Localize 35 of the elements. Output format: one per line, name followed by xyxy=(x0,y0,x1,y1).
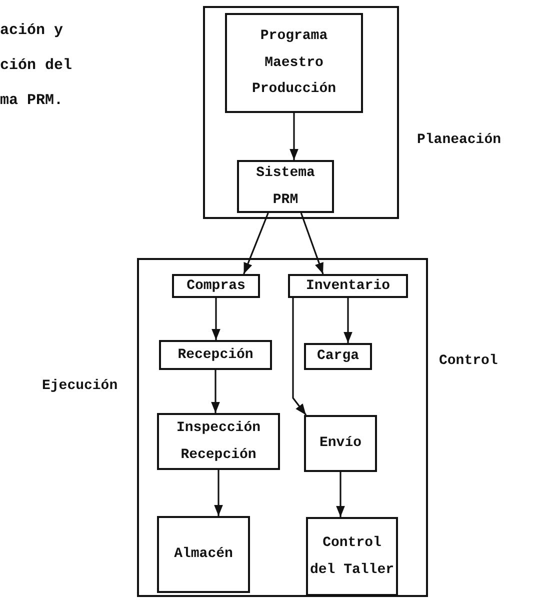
box-label: Programa Maestro Producción xyxy=(250,27,337,100)
arrow xyxy=(243,212,269,274)
arrow xyxy=(300,212,324,274)
section-label: Ejecución xyxy=(42,378,118,394)
title-text: ación y xyxy=(0,22,64,39)
title-text: ma PRM. xyxy=(0,92,64,109)
process-box xyxy=(306,517,398,596)
box-label: Recepción xyxy=(178,346,254,365)
process-box xyxy=(288,274,408,298)
arrow xyxy=(290,113,298,160)
arrow xyxy=(214,470,223,516)
box-label: Compras xyxy=(186,276,246,296)
box-label: Inspección Recepción xyxy=(175,418,262,464)
arrow xyxy=(344,298,352,343)
process-box xyxy=(172,274,260,298)
section-label: Control xyxy=(439,353,498,369)
process-box xyxy=(157,516,250,593)
process-box xyxy=(304,415,377,472)
box-label: Control del Taller xyxy=(310,534,394,580)
box-label: Inventario xyxy=(306,276,390,296)
process-box xyxy=(157,413,280,470)
section-label: Planeación xyxy=(417,132,502,148)
process-box xyxy=(304,343,372,370)
box-label: Sistema PRM xyxy=(255,164,316,210)
arrow xyxy=(336,472,345,517)
process-box xyxy=(225,13,363,113)
box-label: Almacén xyxy=(174,545,233,564)
process-box xyxy=(159,340,272,370)
box-label: Envío xyxy=(319,434,362,454)
box-label: Carga xyxy=(316,347,359,366)
arrow xyxy=(292,298,307,416)
arrow xyxy=(211,370,220,413)
title-text: ción del xyxy=(0,57,72,74)
process-box xyxy=(237,160,334,213)
arrow xyxy=(212,298,220,340)
